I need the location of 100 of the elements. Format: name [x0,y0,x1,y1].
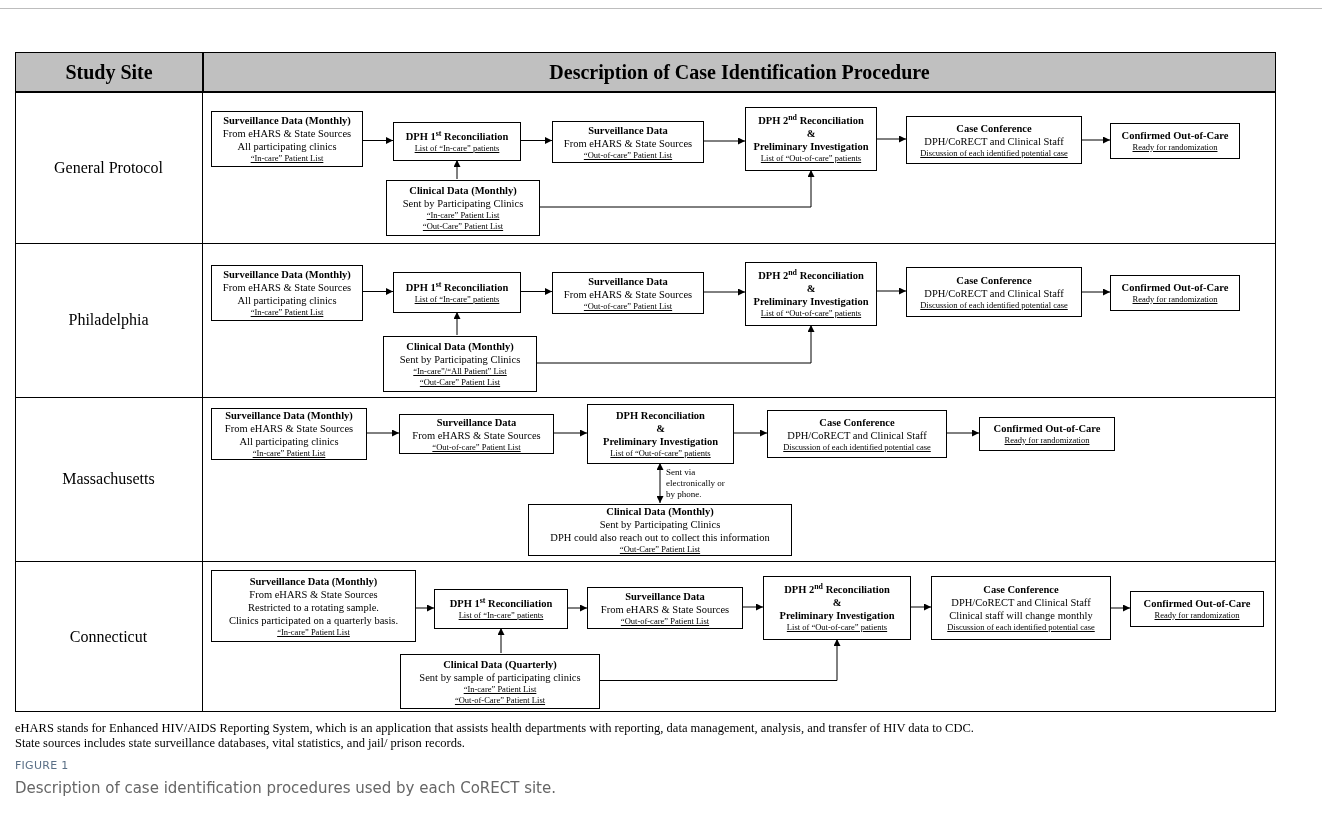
arrow [876,135,907,143]
box-title: Preliminary Investigation [753,295,869,308]
process-box [211,265,363,321]
box-title: Clinical Data (Monthly) [406,340,514,353]
arrow [567,604,588,612]
process-box [1110,275,1240,311]
arrow [733,429,768,437]
process-box [552,272,704,314]
box-title: Preliminary Investigation [779,609,895,622]
list-note: List of “Out-of-care” patients [760,308,862,319]
process-box [528,504,792,556]
arrow [1110,604,1131,612]
table-row [15,397,1276,561]
box-title: & [832,596,842,609]
arrow [742,603,764,611]
box-title: Surveillance Data (Monthly) [225,409,353,422]
box-title: DPH 1$^{st}$ Reconciliation [405,129,509,143]
arrow [362,137,394,144]
table-row [15,243,1276,397]
process-box [587,587,743,629]
list-note: “Out-Care” Patient List [619,544,701,555]
process-box [1110,123,1240,159]
site-name: Connecticut [68,626,149,647]
arrow [536,324,815,364]
arrow [703,288,746,296]
process-box [587,404,734,464]
table-row [15,561,1276,712]
box-title: Preliminary Investigation [603,435,718,448]
box-text: DPH/CoRECT and Clinical Staff [951,596,1091,609]
list-note: List of “In-care” patients [414,142,500,154]
list-note: “Out-of-care” Patient List [620,615,710,627]
site-name: Philadelphia [67,310,150,331]
box-title: Surveillance Data (Monthly) [223,268,351,281]
box-title: DPH 2$^{nd}$ Reconciliation [758,114,864,127]
arrow [520,137,553,144]
caption: Description of case identification procedures used by each CoRECT site. [15,778,556,799]
process-box [745,262,877,326]
box-text: DPH/CoRECT and Clinical Staff [924,134,1064,148]
column-heading: Description of Case Identification Procedure [549,60,930,86]
list-note: Discussion of each identified potential case [920,299,1068,311]
box-title: Case Conference [956,273,1032,287]
box-text: From eHARS & State Sources [600,602,730,616]
list-note: “In-care” Patient List [426,210,500,221]
box-title: Surveillance Data [625,589,705,603]
arrow [539,169,815,208]
process-box [1130,591,1264,627]
process-box [906,116,1082,164]
process-box [767,410,947,458]
box-title: & [806,282,816,295]
box-text: DPH could also reach out to collect this information [550,531,770,544]
box-text: Sent by Participating Clinics [599,518,721,531]
box-text: From eHARS & State Sources [412,428,541,442]
box-title: Case Conference [956,121,1032,135]
arrow [453,159,461,180]
process-box [386,180,540,236]
list-note: List of “Out-of-care” patients [610,448,711,459]
site-name: General Protocol [53,157,164,178]
arrow [910,603,932,611]
process-box [434,589,568,629]
list-note: List of “In-care” patients [414,293,500,305]
arrow [520,288,553,295]
site-name: Massachusetts [61,469,156,490]
box-title: Surveillance Data (Monthly) [223,114,351,127]
box-text: Clinical staff will change monthly [949,609,1093,622]
arrow [553,429,588,437]
box-title: Preliminary Investigation [753,140,869,153]
process-box [979,417,1115,451]
arrow [876,287,907,295]
list-note: “In-care” Patient List [250,153,324,164]
list-note: Discussion of each identified potential case [783,441,931,453]
box-title: Confirmed Out-of-Care [993,422,1101,435]
box-title: Clinical Data (Monthly) [606,505,714,518]
box-text: Clinics participated on a quarterly basis. [228,613,399,627]
box-text: From eHARS & State Sources [222,281,352,294]
process-box [400,654,600,709]
box-title: Clinical Data (Monthly) [409,184,517,197]
box-text: All participating clinics [239,435,339,448]
figure-number: FIGURE 1 [15,758,69,774]
process-box [393,122,521,161]
process-box [906,267,1082,317]
box-text: All participating clinics [237,140,337,153]
box-title: Case Conference [819,415,895,429]
box-title: Surveillance Data [436,415,517,429]
box-text: Restricted to a rotating sample. [248,600,379,614]
arrow [366,429,400,437]
list-note: “In-care” Patient List [250,307,324,318]
box-title: Surveillance Data [588,123,668,137]
list-note: List of “Out-of-care” patients [786,622,888,633]
table-row [15,92,1276,243]
box-text: From eHARS & State Sources [222,127,352,140]
list-note: Discussion of each identified potential case [947,622,1095,633]
arrow [703,137,746,145]
box-text: From eHARS & State Sources [224,422,354,435]
arrow [415,604,435,612]
box-text: Sent by sample of participating clinics [419,670,581,684]
box-title: Confirmed Out-of-Care [1121,281,1229,294]
list-note: “Out-of-care” Patient List [583,300,673,312]
box-text: DPH/CoRECT and Clinical Staff [924,286,1064,300]
list-note: “In-care” Patient List [463,683,537,695]
box-title: DPH 2$^{nd}$ Reconciliation [758,269,864,282]
